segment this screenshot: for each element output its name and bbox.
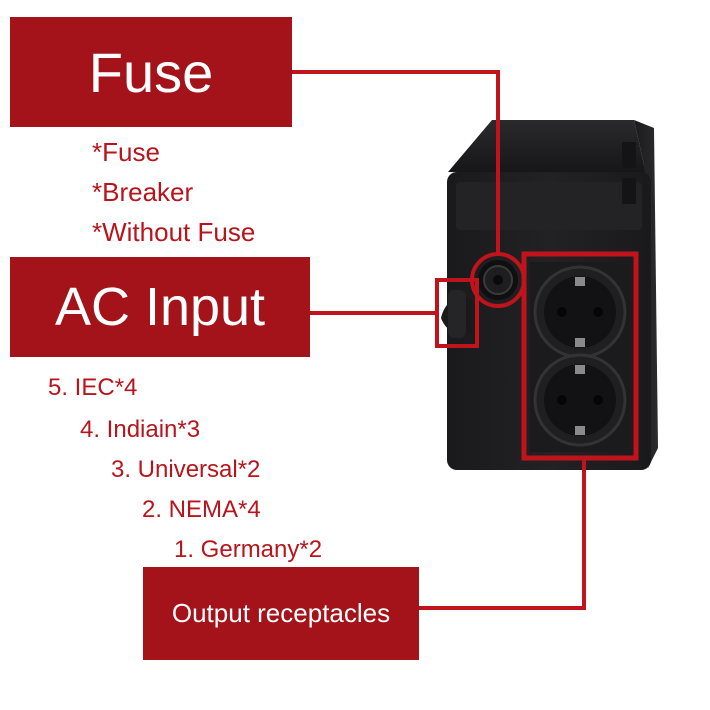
output-receptacles-label-box: Output receptacles [143, 567, 419, 660]
ac-option: 3. Universal*2 [111, 456, 261, 483]
ac-option: 2. NEMA*4 [142, 496, 261, 523]
fuse-holder [478, 260, 518, 300]
device-top-face [448, 120, 648, 176]
fuse-label-box: Fuse [10, 17, 292, 127]
ac-input-cord [441, 290, 472, 338]
fuse-option: *Without Fuse [92, 217, 256, 247]
receptacle-lower [533, 353, 627, 447]
ac-input-label: AC Input [54, 277, 266, 337]
output-receptacles-label: Output receptacles [171, 598, 391, 628]
receptacle-upper [533, 265, 627, 359]
fuse-option: *Fuse [92, 137, 160, 167]
callout-lines [292, 70, 586, 610]
ac-option: 4. Indiain*3 [80, 416, 201, 443]
fuse-callout-line [292, 70, 500, 254]
output-receptacles [521, 251, 639, 461]
ac-option: 5. IEC*4 [48, 374, 138, 401]
ac-option: 1. Germany*2 [174, 536, 323, 563]
output-callout-line [419, 458, 586, 610]
fuse-option: *Breaker [92, 177, 194, 207]
fuse-label: Fuse [88, 40, 214, 104]
ac-input-label-box: AC Input [10, 257, 310, 357]
